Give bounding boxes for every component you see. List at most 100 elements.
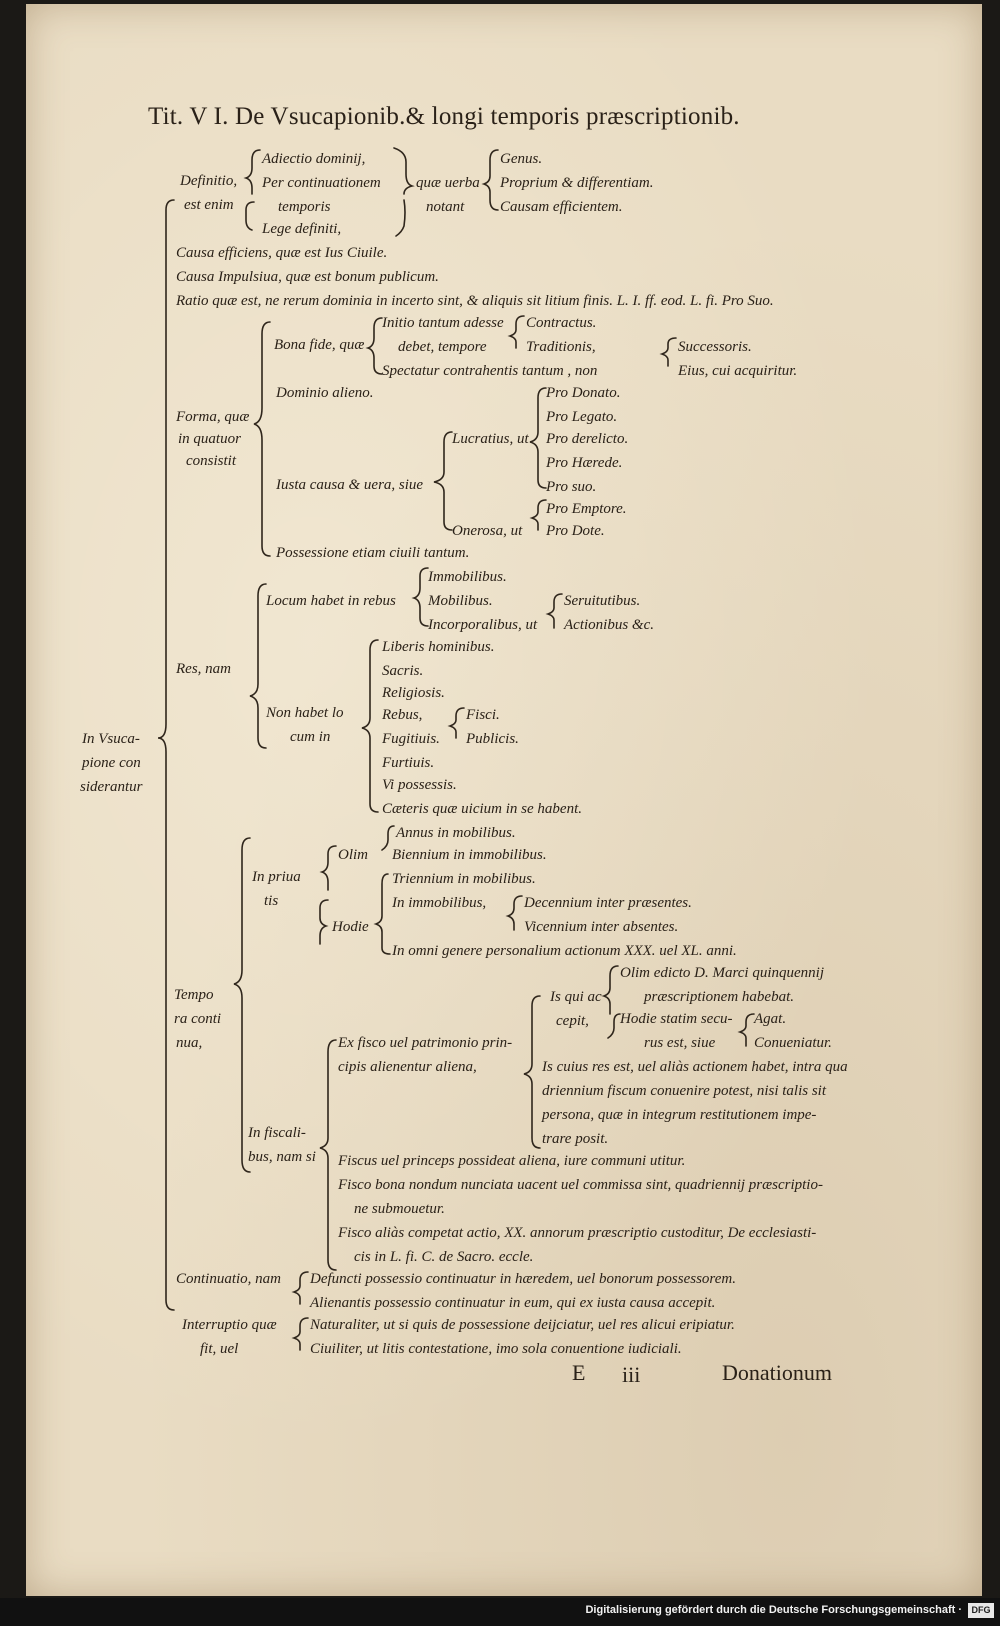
text-line: Per continuationem xyxy=(262,175,381,191)
text-line: Adiectio dominij, xyxy=(262,151,366,167)
brace xyxy=(529,387,547,489)
text-line: Annus in mobilibus. xyxy=(396,825,516,841)
brace xyxy=(361,639,379,813)
brace xyxy=(373,873,391,955)
text-line: Olim edicto D. Marci quinquennij xyxy=(620,965,824,981)
text-line: præscriptionem habebat. xyxy=(644,989,794,1005)
brace xyxy=(249,583,267,749)
text-line: Eius, cui acquiritur. xyxy=(678,363,798,379)
brace xyxy=(507,315,525,349)
text-line: persona, quæ in integrum restitutionem i… xyxy=(542,1107,817,1123)
text-line: ra conti xyxy=(174,1011,222,1027)
brace xyxy=(607,1013,621,1039)
text-line: notant xyxy=(426,199,465,215)
text-line: tis xyxy=(264,893,279,909)
text-line: Causa efficiens, quæ est Ius Ciuile. xyxy=(176,245,388,261)
dfg-logo: DFG xyxy=(968,1603,994,1618)
text-line: Lucratius, ut xyxy=(452,431,529,447)
text-line: Genus. xyxy=(500,151,543,167)
text-line: Contractus. xyxy=(526,315,597,331)
brace xyxy=(481,149,499,211)
text-line: Triennium in mobilibus. xyxy=(392,871,536,887)
brace xyxy=(253,321,271,557)
bracket-diagram xyxy=(157,147,755,1351)
text-line: Fisco bona nondum nunciata uacent uel co… xyxy=(338,1177,823,1193)
brace xyxy=(545,593,563,629)
text-line: Mobilibus. xyxy=(428,593,493,609)
text-line: Non habet lo xyxy=(266,705,344,721)
text-line: Fisco aliàs competat actio, XX. annorum … xyxy=(338,1225,817,1241)
text-line: Hodie statim secu- xyxy=(620,1011,733,1027)
text-line: trare posit. xyxy=(542,1131,609,1147)
text-line: Causa Impulsiua, quæ est bonum publicum. xyxy=(176,269,439,285)
brace xyxy=(393,147,415,195)
brace xyxy=(411,567,429,627)
text-line: Conueniatur. xyxy=(754,1035,832,1051)
text-line: Successoris. xyxy=(678,339,752,355)
text-line: cepit, xyxy=(556,1013,589,1029)
text-line: Ratio quæ est, ne rerum dominia in incer… xyxy=(176,293,774,309)
text-line: Pro Emptore. xyxy=(546,501,627,517)
signature-mark: E xyxy=(572,1360,586,1385)
text-line: Fisci. xyxy=(466,707,500,723)
text-line: Interruptio quæ xyxy=(182,1317,277,1333)
text-line: Pro Legato. xyxy=(546,409,618,425)
text-line: in quatuor xyxy=(178,431,241,447)
text-line: In immobilibus, xyxy=(392,895,487,911)
page-title: Tit. V I. De Vsucapionib.& longi tempori… xyxy=(148,103,740,130)
text-line: est enim xyxy=(184,197,234,213)
text-line: Cæteris quæ uicium in se habent. xyxy=(382,801,582,817)
text-line: Naturaliter, ut si quis de possessione d… xyxy=(310,1317,735,1333)
text-line: pione con xyxy=(82,755,141,771)
text-line: Pro Donato. xyxy=(546,385,621,401)
text-line: Tempo xyxy=(174,987,214,1003)
text-line: Immobilibus. xyxy=(428,569,507,585)
text-line: Dominio alieno. xyxy=(276,385,374,401)
text-line: bus, nam si xyxy=(248,1149,316,1165)
text-line: temporis xyxy=(278,199,331,215)
text-line: In omni genere personalium actionum XXX.… xyxy=(392,943,737,959)
text-line: debet, tempore xyxy=(398,339,487,355)
brace xyxy=(395,199,406,237)
brace xyxy=(433,431,453,531)
text-line: consistit xyxy=(186,453,237,469)
text-line: Olim xyxy=(338,847,368,863)
funding-credit: Digitalisierung gefördert durch die Deut… xyxy=(585,1604,962,1616)
text-line: Onerosa, ut xyxy=(452,523,523,539)
text-line: Alienantis possessio continuatur in eum,… xyxy=(310,1295,716,1311)
text-line: Publicis. xyxy=(466,731,519,747)
brace xyxy=(157,199,175,1311)
text-line: Pro suo. xyxy=(546,479,597,495)
text-line: Iusta causa & uera, siue xyxy=(276,477,424,493)
text-line: Biennium in immobilibus. xyxy=(392,847,547,863)
text-line: In fiscali- xyxy=(248,1125,306,1141)
brace xyxy=(291,1271,309,1305)
text-line: driennium fiscum conuenire potest, nisi … xyxy=(542,1083,827,1099)
text-line: Is qui ac xyxy=(550,989,602,1005)
brace xyxy=(319,845,337,891)
text-line: Res, nam xyxy=(176,661,231,677)
text-line: Actionibus &c. xyxy=(564,617,654,633)
brace xyxy=(319,899,329,945)
text-line: Agat. xyxy=(754,1011,787,1027)
text-line: Possessione etiam ciuili tantum. xyxy=(276,545,470,561)
brace xyxy=(505,895,523,931)
text-line: Vicennium inter absentes. xyxy=(524,919,679,935)
text-line: cipis alienentur aliena, xyxy=(338,1059,477,1075)
brace xyxy=(291,1317,309,1351)
brace xyxy=(601,965,619,1015)
text-line: nua, xyxy=(176,1035,203,1051)
text-line: Bona fide, quæ xyxy=(274,337,365,353)
text-line: Pro Hærede. xyxy=(546,455,623,471)
text-line: Pro derelicto. xyxy=(546,431,629,447)
text-line: ne submouetur. xyxy=(354,1201,445,1217)
text-line: quæ uerba xyxy=(416,175,480,191)
text-line: Forma, quæ xyxy=(176,409,250,425)
text-line: Traditionis, xyxy=(526,339,596,355)
text-line: In Vsuca- xyxy=(82,731,140,747)
text-line: fit, uel xyxy=(200,1341,239,1357)
text-line: Hodie xyxy=(332,919,369,935)
text-line: Religiosis. xyxy=(382,685,445,701)
digitization-footer: Digitalisierung gefördert durch die Deut… xyxy=(0,1598,1000,1626)
book-page: Tit. V I. De Vsucapionib.& longi tempori… xyxy=(26,4,982,1596)
